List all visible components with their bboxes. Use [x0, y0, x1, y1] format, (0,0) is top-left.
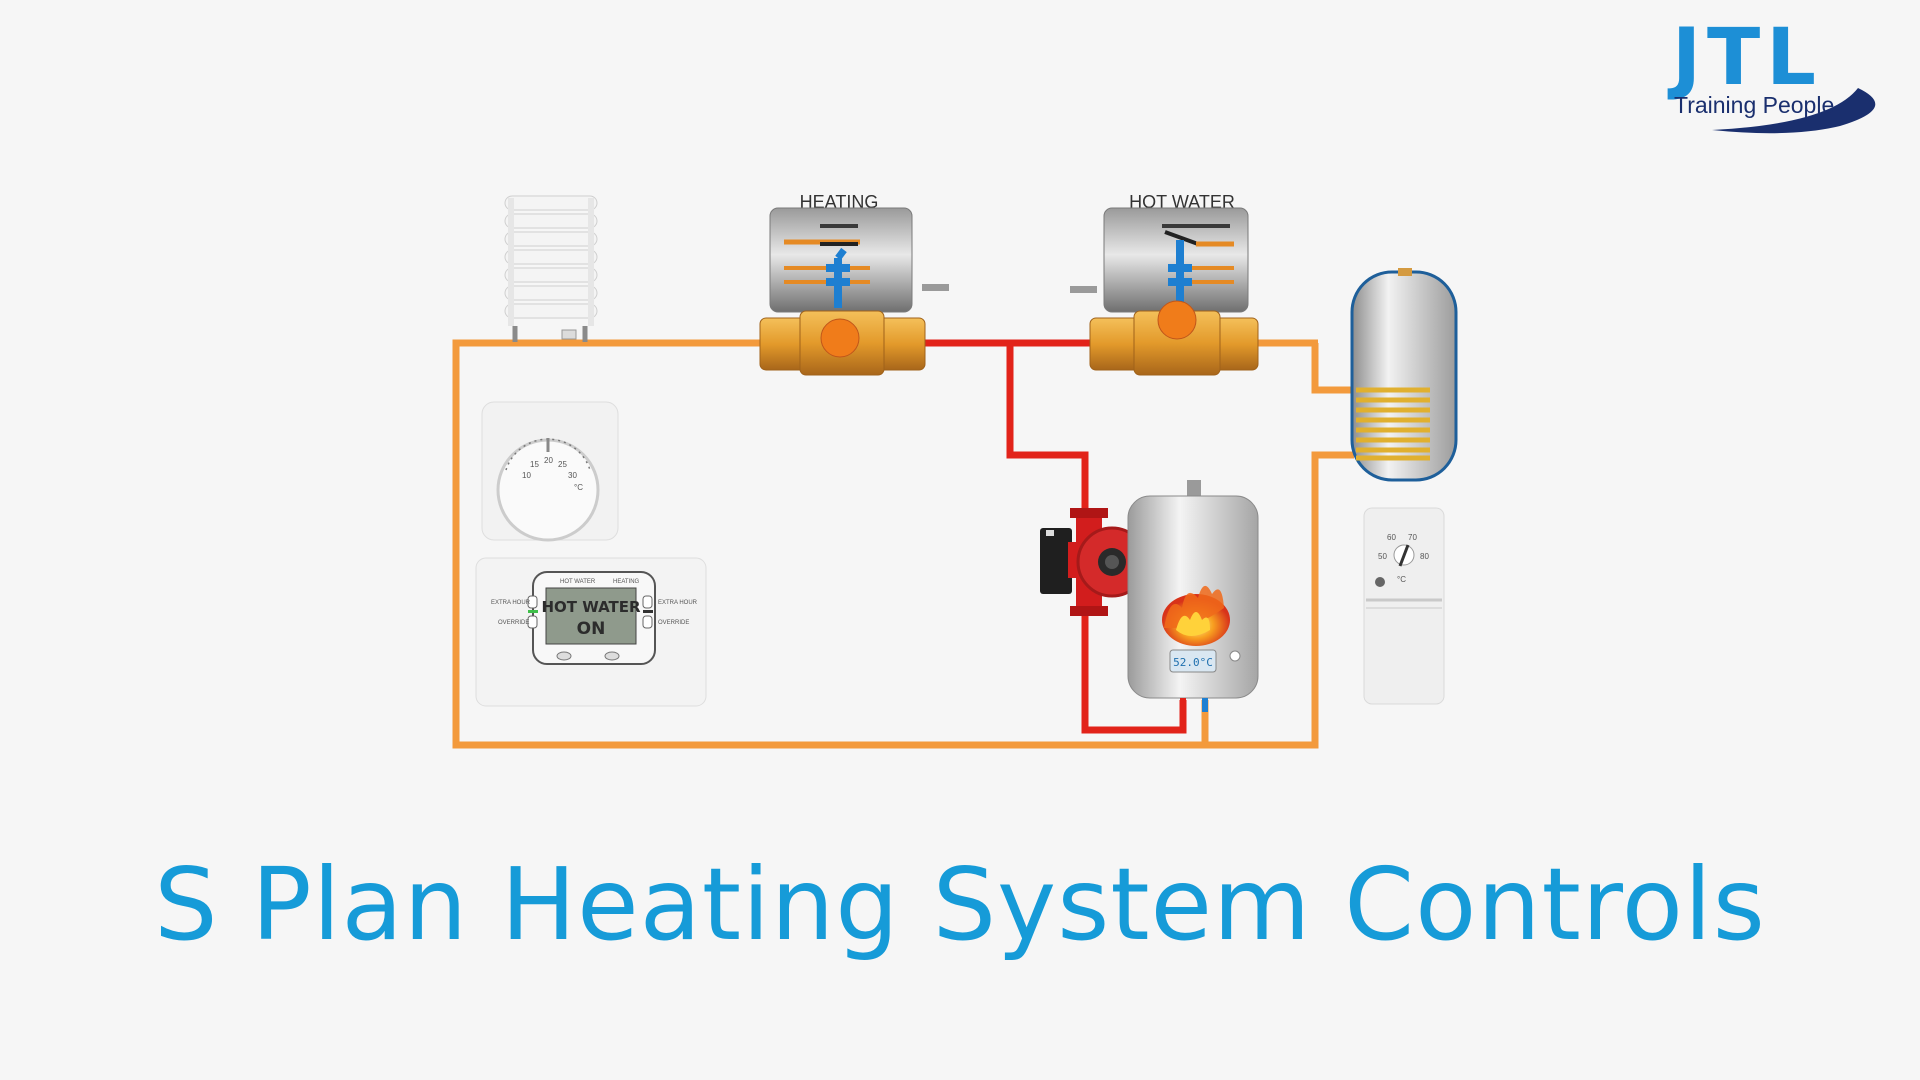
- programmer: HOT WATER HEATING HOT WATER ON EXTRA HOU…: [475, 557, 707, 707]
- cylinder-stat-tick-60: 60: [1387, 533, 1396, 542]
- cylinder-stat-pointer[interactable]: [1398, 544, 1410, 567]
- logo-swoosh: [1712, 88, 1876, 134]
- cylinder-stat-tick-70: 70: [1408, 533, 1417, 542]
- hot-water-valve-label: HOT WATER: [1129, 192, 1235, 212]
- programmer-left-button[interactable]: [556, 651, 572, 661]
- room-stat-unit: °C: [574, 483, 583, 492]
- heating-valve-label: HEATING: [800, 192, 879, 212]
- cylinder-stat-reset-icon[interactable]: [1375, 577, 1385, 587]
- programmer-hw-override-button[interactable]: [527, 615, 538, 629]
- programmer-ch-override-button[interactable]: [642, 615, 653, 629]
- programmer-hw-extra-button[interactable]: [527, 595, 538, 609]
- boiler-display-value: 52.0°C: [1173, 656, 1213, 669]
- radiator: [504, 195, 598, 342]
- room-thermostat: 10 15 20 25 30 °C: [481, 401, 619, 542]
- cylinder-return-pipe: [1311, 343, 1354, 394]
- logo-brand: JTL: [1672, 13, 1822, 103]
- programmer-ch-extra-button[interactable]: [642, 595, 653, 609]
- cylinder-stat-tick-80: 80: [1420, 552, 1429, 561]
- room-stat-tick-25: 25: [558, 460, 567, 469]
- cylinder-stat-unit: °C: [1397, 575, 1406, 584]
- programmer-right-button[interactable]: [604, 651, 620, 661]
- programmer-lcd-line2: ON: [577, 619, 606, 639]
- heating-zone-valve: HEATING: [759, 192, 949, 376]
- room-stat-tick-30: 30: [568, 471, 577, 480]
- cylinder-stat-tick-50: 50: [1378, 552, 1387, 561]
- room-stat-tick-20: 20: [544, 456, 553, 465]
- logo-tagline: Training People: [1674, 92, 1835, 118]
- hot-water-zone-valve: HOT WATER: [1070, 192, 1259, 376]
- burner-flame: [1162, 585, 1230, 646]
- page-title: S Plan Heating System Controls: [154, 846, 1766, 963]
- programmer-left-extra-label: EXTRA HOUR: [491, 600, 531, 606]
- cylinder-coil: [1356, 387, 1430, 461]
- hot-water-cylinder: [1350, 268, 1458, 482]
- programmer-hw-indicator: [528, 610, 538, 613]
- programmer-right-extra-label: EXTRA HOUR: [658, 600, 698, 606]
- boiler-dial[interactable]: [1229, 650, 1241, 662]
- boiler: 52.0°C: [1127, 480, 1259, 712]
- cylinder-thermostat: 50 60 70 80 °C: [1363, 507, 1445, 705]
- room-stat-tick-10: 10: [522, 471, 531, 480]
- room-stat-tick-15: 15: [530, 460, 539, 469]
- programmer-right-override-label: OVERRIDE: [658, 620, 689, 626]
- jtl-logo: JTL Training People: [1660, 18, 1910, 143]
- boiler-display-panel: [1169, 649, 1217, 673]
- programmer-heating-label: HEATING: [613, 579, 640, 585]
- programmer-ch-indicator: [643, 610, 653, 613]
- programmer-hot-water-label: HOT WATER: [560, 579, 596, 585]
- heating-circuit-pipe: [452, 339, 1354, 749]
- programmer-left-override-label: OVERRIDE: [498, 620, 529, 626]
- programmer-lcd-line1: HOT WATER: [541, 598, 641, 616]
